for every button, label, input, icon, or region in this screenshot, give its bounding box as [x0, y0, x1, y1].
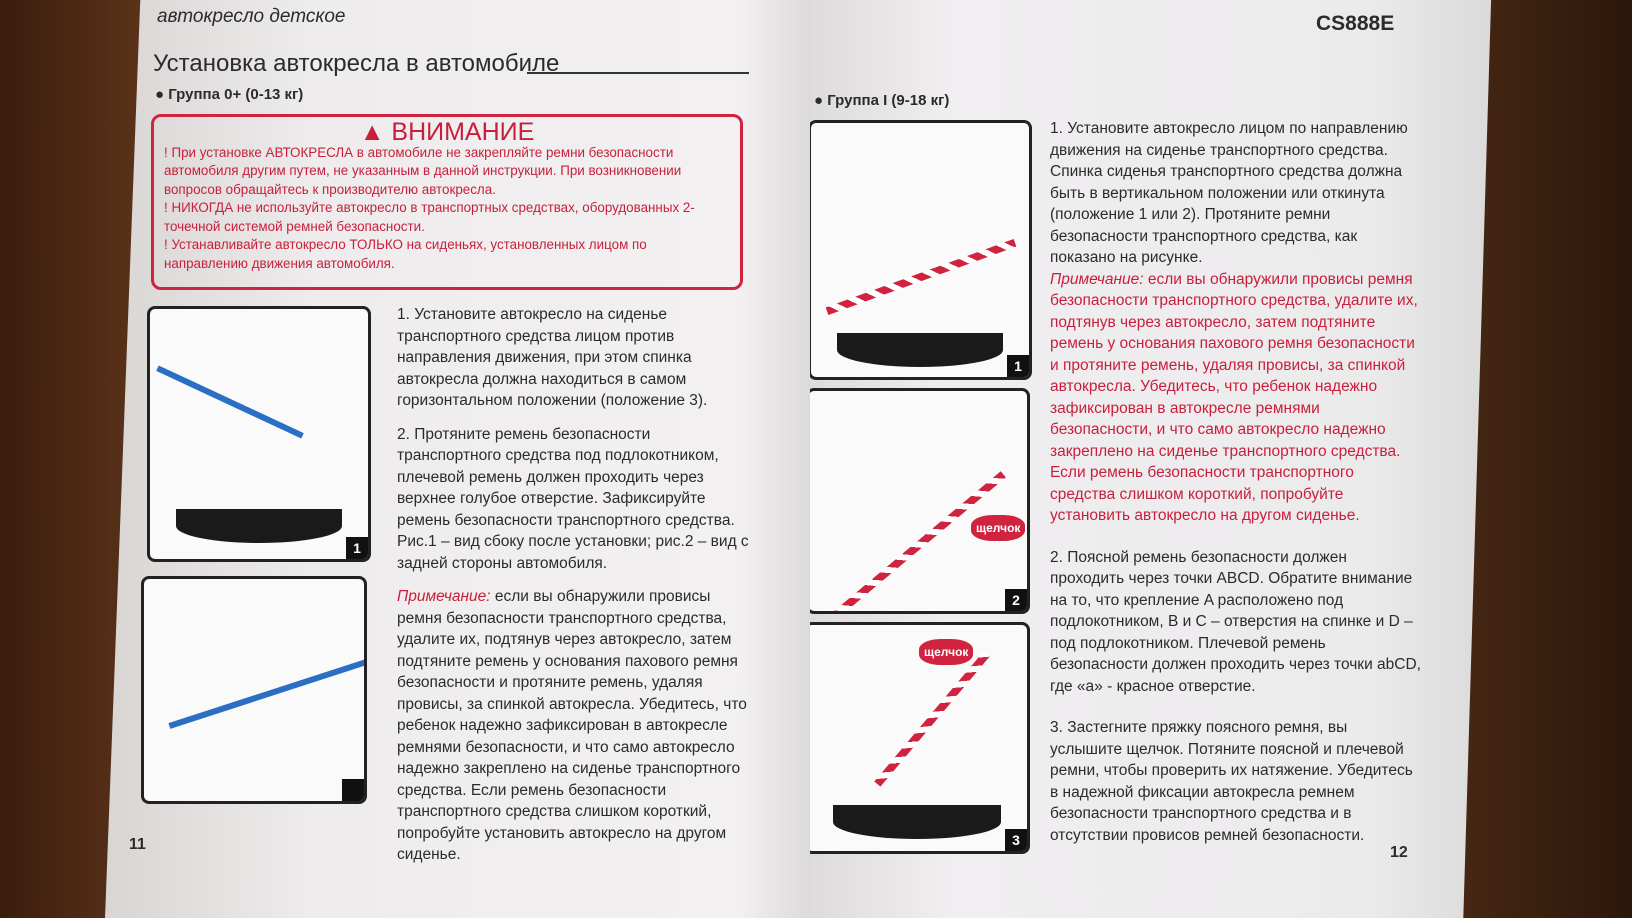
belt-illustration [832, 471, 1006, 611]
warning-item: ! Устанавливайте автокресло ТОЛЬКО на си… [164, 237, 647, 271]
warning-item: ! НИКОГДА не используйте автокресло в тр… [164, 200, 695, 234]
step-3: 3. Застегните пряжку поясного ремня, вы … [1050, 719, 1413, 844]
figure-forward-facing-1: 1 [810, 120, 1032, 380]
click-badge: щелчок [971, 515, 1026, 541]
figure-forward-facing-3: щелчок 3 [810, 622, 1030, 854]
note-label: Примечание: [397, 588, 491, 605]
belt-illustration [825, 239, 1017, 315]
click-badge: щелчок [919, 639, 974, 665]
figure-number [342, 779, 364, 801]
running-header: автокресло детское [157, 6, 346, 27]
step-1: 1. Установите автокресло на сиденье тран… [397, 306, 708, 409]
figure-forward-facing-2: щелчок 2 [810, 388, 1030, 614]
figure-number: 1 [1007, 355, 1029, 377]
step-1: 1. Установите автокресло лицом по направ… [1050, 120, 1408, 266]
figure-rear-facing-side: 1 [147, 306, 371, 562]
instructions-text: 1. Установите автокресло на сиденье тран… [397, 304, 749, 878]
warning-triangle-icon: ▲ [359, 118, 385, 146]
belt-illustration [156, 365, 304, 439]
group-heading: ● Группа I (9-18 кг) [814, 92, 950, 109]
left-page: автокресло детское Установка автокресла … [105, 0, 810, 918]
figure-number: 1 [346, 537, 368, 559]
warning-title: ВНИМАНИЕ [391, 118, 535, 146]
model-name: CS888E [1316, 12, 1395, 35]
seat-base-illustration [833, 805, 1001, 839]
warning-item: ! При установке АВТОКРЕСЛА в автомобиле … [164, 144, 682, 197]
figure-number: 3 [1005, 829, 1027, 851]
page-number: 11 [129, 836, 146, 853]
belt-illustration [874, 651, 990, 787]
figure-rear-facing-back [141, 576, 367, 804]
step-2: 2. Протяните ремень безопасности транспо… [397, 425, 749, 572]
right-page: CS888E ● Группа I (9-18 кг) 1 щелчок 2 щ… [810, 0, 1492, 918]
belt-illustration [168, 655, 364, 729]
step-2: 2. Поясной ремень безопасности должен пр… [1050, 548, 1421, 695]
note: Примечание: если вы обнаружили провисы р… [397, 588, 747, 863]
page-number: 12 [1390, 844, 1408, 861]
note: Примечание: если вы обнаружили провисы р… [1050, 270, 1418, 525]
seat-base-illustration [837, 333, 1003, 367]
note-label: Примечание: [1050, 270, 1144, 288]
section-title: Установка автокресла в автомобиле [153, 50, 560, 77]
instructions-text: 1. Установите автокресло лицом по направ… [1050, 118, 1422, 858]
seat-base-illustration [176, 509, 342, 543]
group-heading: ● Группа 0+ (0-13 кг) [155, 86, 304, 103]
warning-box: ▲ ВНИМАНИЕ ! При установке АВТОКРЕСЛА в … [151, 114, 743, 290]
figure-number: 2 [1005, 589, 1027, 611]
title-rule [527, 72, 749, 74]
